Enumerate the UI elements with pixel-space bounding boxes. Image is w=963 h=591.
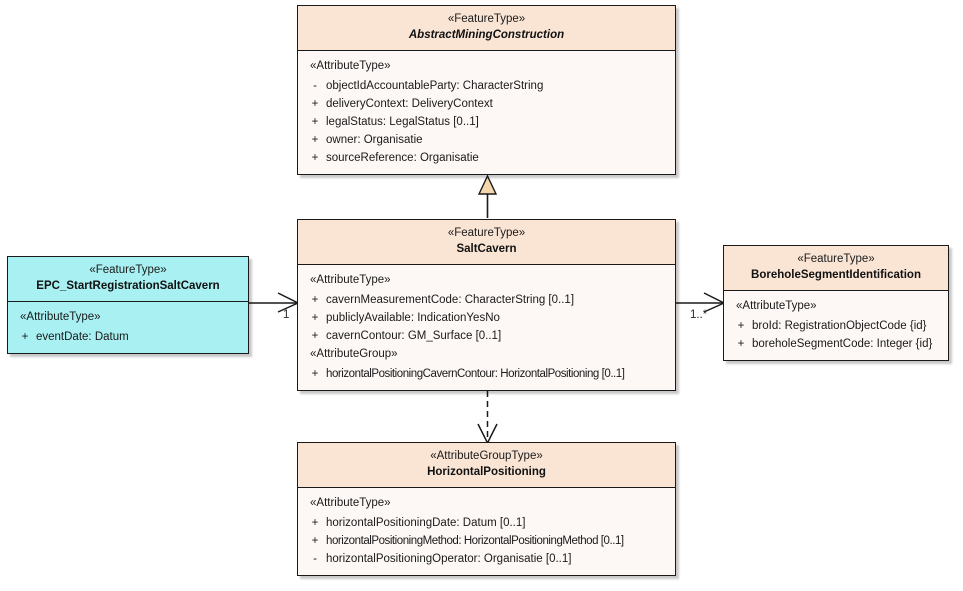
class-abstractminingconstruction[interactable]: «FeatureType» AbstractMiningConstruction…: [297, 5, 676, 175]
association-epc-to-saltcavern: [249, 292, 300, 313]
class-stereotype: «AttributeGroupType»: [430, 450, 543, 462]
multiplicity-borehole-source: 1..*: [690, 309, 708, 321]
attribute-signature: cavernContour: GM_Surface [0..1]: [326, 330, 502, 342]
visibility-marker: +: [311, 517, 319, 529]
visibility-marker: +: [311, 368, 319, 380]
attribute-signature: legalStatus: LegalStatus [0..1]: [326, 116, 479, 128]
class-body-saltcavern: «AttributeType» + cavernMeasurementCode:…: [298, 265, 675, 390]
attribute-signature: horizontalPositioningOperator: Organisat…: [326, 553, 572, 565]
attribute-row: + publiclyAvailable: IndicationYesNo: [298, 309, 675, 327]
visibility-marker: +: [311, 134, 319, 146]
attribute-group-stereotype: «AttributeType»: [736, 300, 817, 312]
attribute-group-stereotype: «AttributeGroup»: [310, 348, 398, 360]
class-name: BoreholeSegmentIdentification: [751, 269, 921, 281]
attribute-row: + horizontalPositioningMethod: Horizonta…: [298, 532, 675, 550]
attribute-signature: horizontalPositioningDate: Datum [0..1]: [326, 517, 526, 529]
visibility-marker: +: [311, 98, 319, 110]
visibility-marker: +: [311, 535, 319, 547]
attribute-signature: deliveryContext: DeliveryContext: [326, 98, 493, 110]
visibility-marker: +: [311, 312, 319, 324]
class-body-abstractminingconstruction: «AttributeType» - objectIdAccountablePar…: [298, 51, 675, 174]
attribute-group-stereotype: «AttributeType»: [310, 60, 391, 72]
attribute-row: + eventDate: Datum: [8, 328, 248, 346]
class-header-abstractminingconstruction: «FeatureType» AbstractMiningConstruction: [298, 6, 675, 51]
class-header-boreholesegmentidentification: «FeatureType» BoreholeSegmentIdentificat…: [724, 246, 948, 291]
visibility-marker: +: [737, 338, 745, 350]
visibility-marker: +: [311, 294, 319, 306]
attribute-row: - horizontalPositioningOperator: Organis…: [298, 550, 675, 568]
attribute-row: + horizontalPositioningCavernContour: Ho…: [298, 365, 675, 383]
attribute-signature: owner: Organisatie: [326, 134, 423, 146]
visibility-marker: +: [21, 331, 29, 343]
class-epc-startregistrationsaltcavern[interactable]: «FeatureType» EPC_StartRegistrationSaltC…: [7, 256, 249, 354]
class-header-saltcavern: «FeatureType» SaltCavern: [298, 220, 675, 265]
attribute-signature: sourceReference: Organisatie: [326, 152, 479, 164]
attribute-signature: broId: RegistrationObjectCode {id}: [752, 320, 927, 332]
attribute-row: + cavernContour: GM_Surface [0..1]: [298, 327, 675, 345]
class-body-boreholesegmentidentification: «AttributeType» + broId: RegistrationObj…: [724, 291, 948, 360]
visibility-marker: -: [313, 553, 317, 565]
attribute-row: + broId: RegistrationObjectCode {id}: [724, 317, 948, 335]
attribute-row: + cavernMeasurementCode: CharacterString…: [298, 291, 675, 309]
attribute-row: + sourceReference: Organisatie: [298, 149, 675, 167]
visibility-marker: +: [311, 116, 319, 128]
attribute-row: + owner: Organisatie: [298, 131, 675, 149]
class-stereotype: «FeatureType»: [797, 253, 875, 265]
attribute-signature: cavernMeasurementCode: CharacterString […: [326, 294, 575, 306]
attribute-signature: horizontalPositioningMethod: HorizontalP…: [326, 535, 624, 547]
class-stereotype: «FeatureType»: [447, 13, 526, 25]
attribute-group-stereotype: «AttributeType»: [310, 274, 391, 286]
visibility-marker: +: [311, 330, 319, 342]
generalization-saltcavern-to-abstractminingconstruction: [477, 174, 498, 218]
class-name: HorizontalPositioning: [427, 466, 546, 478]
attribute-row: - objectIdAccountableParty: CharacterStr…: [298, 77, 675, 95]
class-body-epc-startregistrationsaltcavern: «AttributeType» + eventDate: Datum: [8, 302, 248, 353]
visibility-marker: +: [311, 152, 319, 164]
class-body-horizontalpositioning: «AttributeType» + horizontalPositioningD…: [298, 488, 675, 575]
class-stereotype: «FeatureType»: [89, 264, 167, 276]
class-horizontalpositioning[interactable]: «AttributeGroupType» HorizontalPositioni…: [297, 442, 676, 576]
class-name: EPC_StartRegistrationSaltCavern: [36, 280, 220, 292]
attribute-group-stereotype: «AttributeType»: [20, 311, 101, 323]
class-stereotype: «FeatureType»: [447, 227, 526, 239]
visibility-marker: +: [737, 320, 745, 332]
attribute-signature: eventDate: Datum: [36, 331, 129, 343]
class-header-horizontalpositioning: «AttributeGroupType» HorizontalPositioni…: [298, 443, 675, 488]
attribute-signature: boreholeSegmentCode: Integer {id}: [752, 338, 933, 350]
attribute-row: + legalStatus: LegalStatus [0..1]: [298, 113, 675, 131]
class-name: AbstractMiningConstruction: [408, 29, 565, 41]
class-boreholesegmentidentification[interactable]: «FeatureType» BoreholeSegmentIdentificat…: [723, 245, 949, 361]
multiplicity-epc-source: 1: [283, 309, 290, 321]
dependency-saltcavern-to-horizontalpositioning: [477, 391, 498, 445]
attribute-signature: horizontalPositioningCavernContour: Hori…: [326, 368, 625, 380]
attribute-row: + deliveryContext: DeliveryContext: [298, 95, 675, 113]
class-name: SaltCavern: [456, 243, 517, 255]
attribute-signature: objectIdAccountableParty: CharacterStrin…: [326, 80, 544, 92]
visibility-marker: -: [313, 80, 317, 92]
class-header-epc-startregistrationsaltcavern: «FeatureType» EPC_StartRegistrationSaltC…: [8, 257, 248, 302]
attribute-row: + boreholeSegmentCode: Integer {id}: [724, 335, 948, 353]
class-saltcavern[interactable]: «FeatureType» SaltCavern «AttributeType»…: [297, 219, 676, 391]
attribute-group-stereotype: «AttributeType»: [310, 497, 391, 509]
attribute-signature: publiclyAvailable: IndicationYesNo: [326, 312, 500, 324]
attribute-row: + horizontalPositioningDate: Datum [0..1…: [298, 514, 675, 532]
